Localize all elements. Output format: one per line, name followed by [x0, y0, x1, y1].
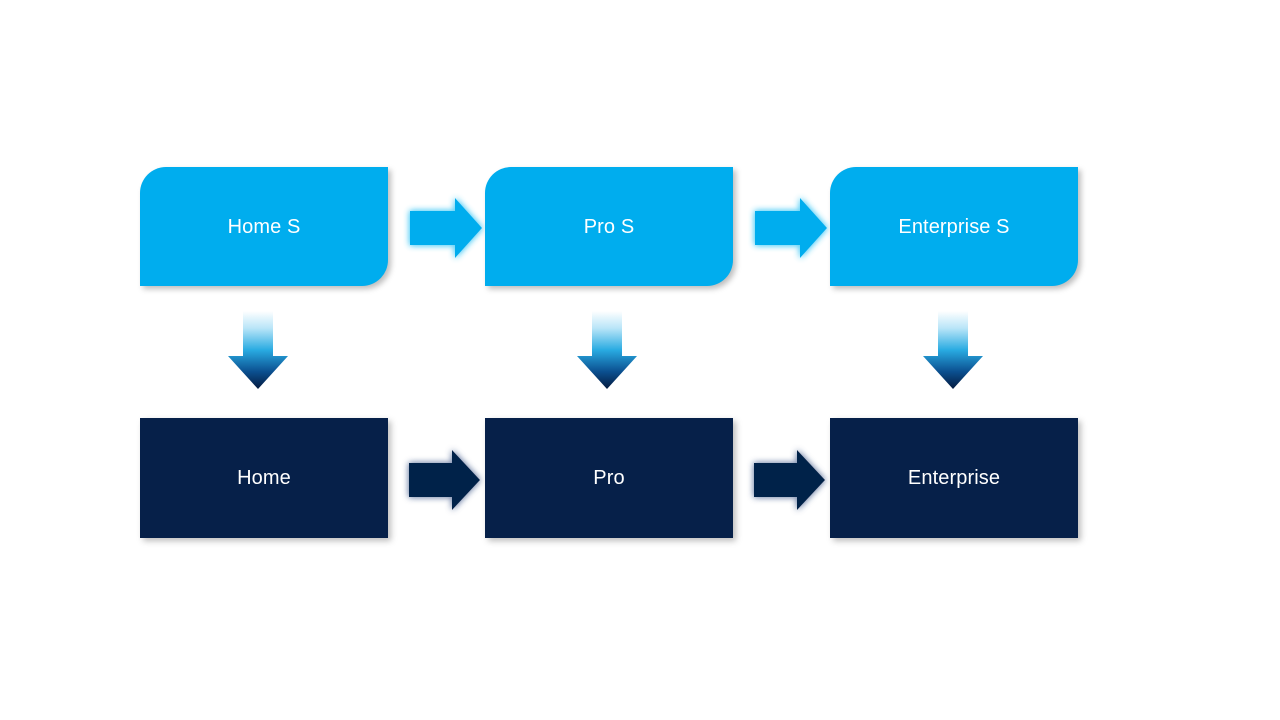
arrow-pro-s-to-enterprise-s[interactable]	[755, 198, 827, 258]
node-enterprise-label: Enterprise	[907, 467, 1001, 489]
arrow-pro-to-enterprise[interactable]	[754, 450, 825, 510]
node-enterprise[interactable]: Enterprise	[830, 418, 1078, 538]
arrow-home-s-to-home[interactable]	[228, 311, 288, 389]
node-home[interactable]: Home	[140, 418, 388, 538]
node-home-s-label: Home S	[227, 215, 301, 238]
node-pro-s-label: Pro S	[583, 215, 635, 238]
node-enterprise-s-label: Enterprise S	[898, 215, 1010, 238]
arrow-home-to-pro[interactable]	[409, 450, 480, 510]
arrow-home-s-to-pro-s[interactable]	[410, 198, 482, 258]
node-home-s[interactable]: Home S	[140, 167, 388, 286]
node-pro-s[interactable]: Pro S	[485, 167, 733, 286]
arrow-enterprise-s-to-enterprise[interactable]	[923, 311, 983, 389]
node-pro-label: Pro	[593, 467, 625, 489]
node-enterprise-s[interactable]: Enterprise S	[830, 167, 1078, 286]
arrow-pro-s-to-pro[interactable]	[577, 311, 637, 389]
node-home-label: Home	[237, 467, 291, 489]
node-pro[interactable]: Pro	[485, 418, 733, 538]
